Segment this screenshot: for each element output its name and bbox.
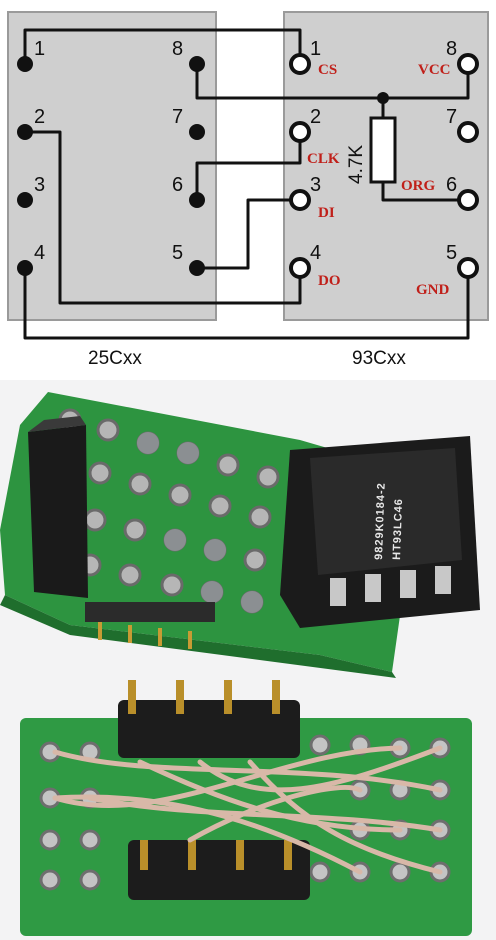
pin-ring [289,189,311,211]
chip-name-93cxx: 93Cxx [352,348,406,369]
signal-label-clk: CLK [307,151,340,167]
pin-number: 2 [310,106,321,128]
signal-label-vcc: VCC [418,62,451,78]
pin-ring [289,257,311,279]
signal-label-di: DI [318,205,335,221]
pin-number: 7 [446,106,457,128]
pin-number: 3 [34,174,45,196]
pin-number: 7 [172,106,183,128]
pin-dot [189,124,205,140]
wire-pin2-do [25,130,302,305]
pin-ring [289,53,311,75]
pin-dot [17,192,33,208]
photo-adapter-top: HT93LC46 9829K0184-2 [0,380,496,680]
resistor-lead-org [381,180,468,202]
photo-adapter-bottom [0,680,496,940]
pin-number: 4 [310,242,321,264]
chip-marking-line2: 9829K0184-2 [373,482,388,560]
pin-dot [17,260,33,276]
header-2pin [28,416,88,598]
wire-pin5-di [197,198,300,270]
jumper-wires [52,745,443,875]
chip-25cxx-body [7,11,217,321]
resistor-value: 4.7K [346,145,367,184]
pin-number: 1 [310,38,321,60]
pin-number: 8 [446,38,457,60]
wire-pin6-clk [195,132,302,200]
pin-number: 1 [34,38,45,60]
pin-ring [457,189,479,211]
wires [23,28,470,340]
pins-25cxx [17,56,205,276]
header-under-pins [98,622,192,649]
wiring-diagram: 1 2 3 4 5 6 7 8 1 2 3 4 5 6 7 8 CS CLK D… [7,11,489,369]
resistor [369,116,397,184]
header-top [118,680,300,758]
pin-number: 6 [172,174,183,196]
junction-dot [377,92,389,104]
dip-socket: HT93LC46 9829K0184-2 [280,436,480,628]
signal-label-cs: CS [318,62,337,78]
chip-legs [330,566,451,606]
pcb-edge [0,595,396,678]
pin-number: 2 [34,106,45,128]
pin-ring [457,257,479,279]
pin-number: 4 [34,242,45,264]
pin-number: 3 [310,174,321,196]
pin-number: 5 [172,242,183,264]
pin-ring [457,53,479,75]
pin-dot [189,56,205,72]
wire-pin1-cs [23,28,302,64]
pin-ring [457,121,479,143]
pin-ring [289,121,311,143]
chip-name-25cxx: 25Cxx [88,348,142,369]
signal-label-org: ORG [401,178,436,194]
wire-pin8-vcc [195,64,470,100]
pin-dot [189,260,205,276]
signal-label-gnd: GND [416,282,450,298]
signal-label-do: DO [318,273,341,289]
header-under [85,602,215,622]
pin-dot [17,124,33,140]
pin-number: 8 [172,38,183,60]
pin-number: 6 [446,174,457,196]
chip-marking-line1: HT93LC46 [391,498,405,560]
pin-dot [189,192,205,208]
pins-93cxx [289,53,479,279]
solder-joints [137,432,263,613]
pin-number: 5 [446,242,457,264]
pin-dot [17,56,33,72]
wire-pin4-gnd [23,268,470,340]
header-bottom [128,840,310,900]
